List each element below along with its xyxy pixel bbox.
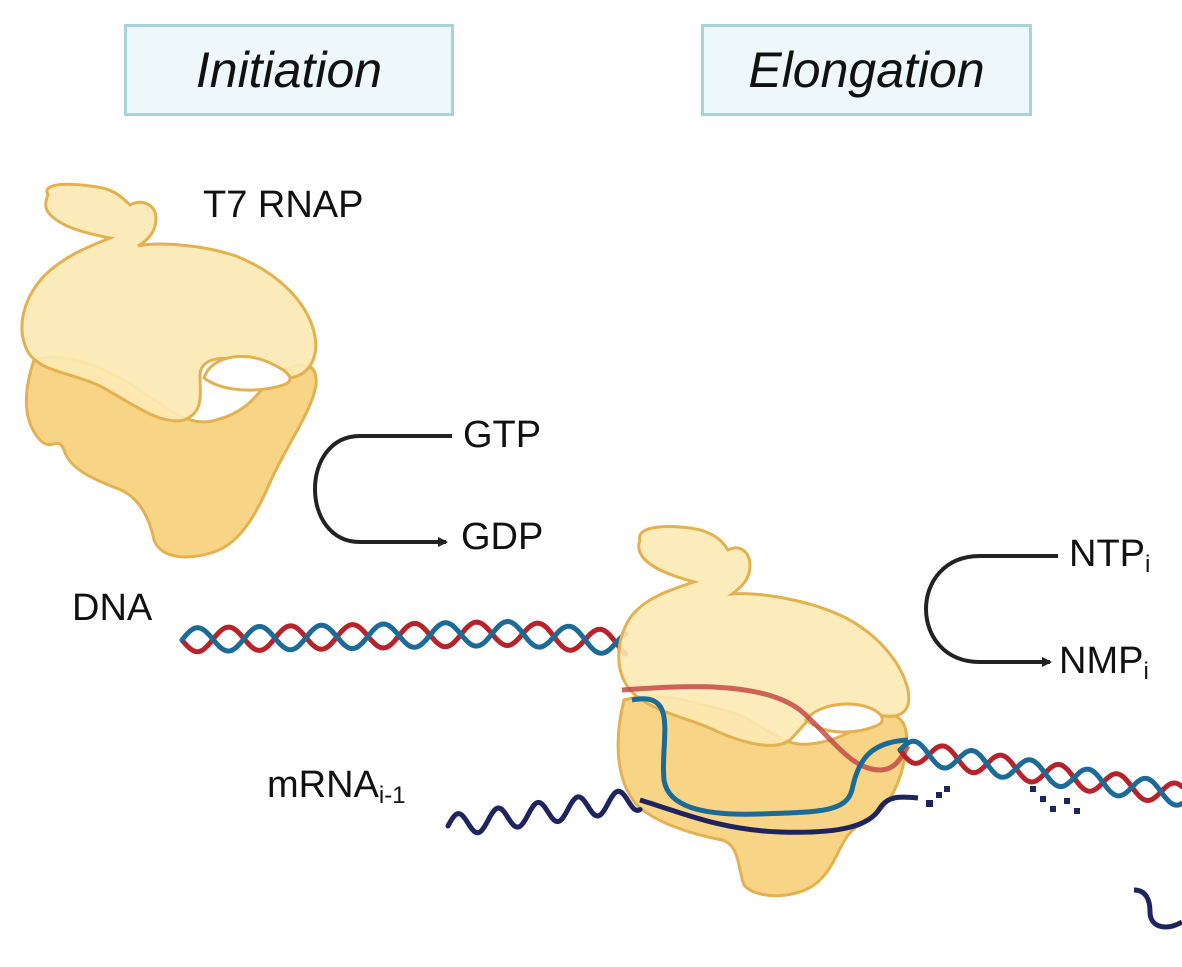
mrna-strand-icon (445, 788, 1182, 930)
dna-strand-blue-right (897, 738, 1182, 808)
mrna-label-sub: i-1 (378, 782, 406, 809)
dna-strand-red-right (897, 743, 1182, 804)
dna-template-red-through (621, 684, 911, 773)
gtp-to-gdp-arrow (313, 434, 452, 547)
rnap-lower-lobe (25, 355, 318, 559)
nucleotide-fragments-icon (926, 786, 1080, 814)
initiation-title-text: Initiation (195, 42, 383, 98)
t7-rnap-elongation-icon (616, 525, 911, 898)
initiation-title: Initiation (124, 24, 454, 116)
dna-double-helix-icon (179, 618, 629, 657)
nmp-label-sub: i (1143, 658, 1149, 685)
elongation-title-text: Elongation (748, 42, 985, 98)
dna-label: DNA (72, 587, 153, 629)
dna-template-blue-through (631, 696, 909, 817)
ntp-label-main: NTP (1069, 533, 1145, 575)
rnap-channel (202, 354, 292, 392)
dna-double-helix-right-icon (897, 738, 1182, 808)
t7-rnap-enzyme-icon (20, 182, 318, 559)
mrna-wave (445, 788, 643, 836)
t7-rnap-label: T7 RNAP (203, 184, 364, 226)
mrna-label: mRNAi-1 (267, 764, 406, 810)
elongation-title: Elongation (701, 24, 1032, 116)
mrna-through-enzyme (639, 794, 919, 835)
nmp-label-main: NMP (1059, 640, 1144, 682)
nmp-label: NMPi (1059, 640, 1149, 686)
ntp-to-nmp-arrow (924, 554, 1058, 667)
gdp-label: GDP (461, 516, 544, 558)
mrna-label-main: mRNA (267, 764, 379, 806)
ntp-label-sub: i (1145, 551, 1151, 578)
dna-strand-blue (179, 618, 629, 656)
mrna-tail-right (1133, 887, 1182, 930)
ntp-label: NTPi (1069, 533, 1150, 579)
dna-strand-red (179, 619, 629, 657)
rnap-elong-channel (803, 702, 884, 734)
gtp-label: GTP (463, 414, 542, 456)
